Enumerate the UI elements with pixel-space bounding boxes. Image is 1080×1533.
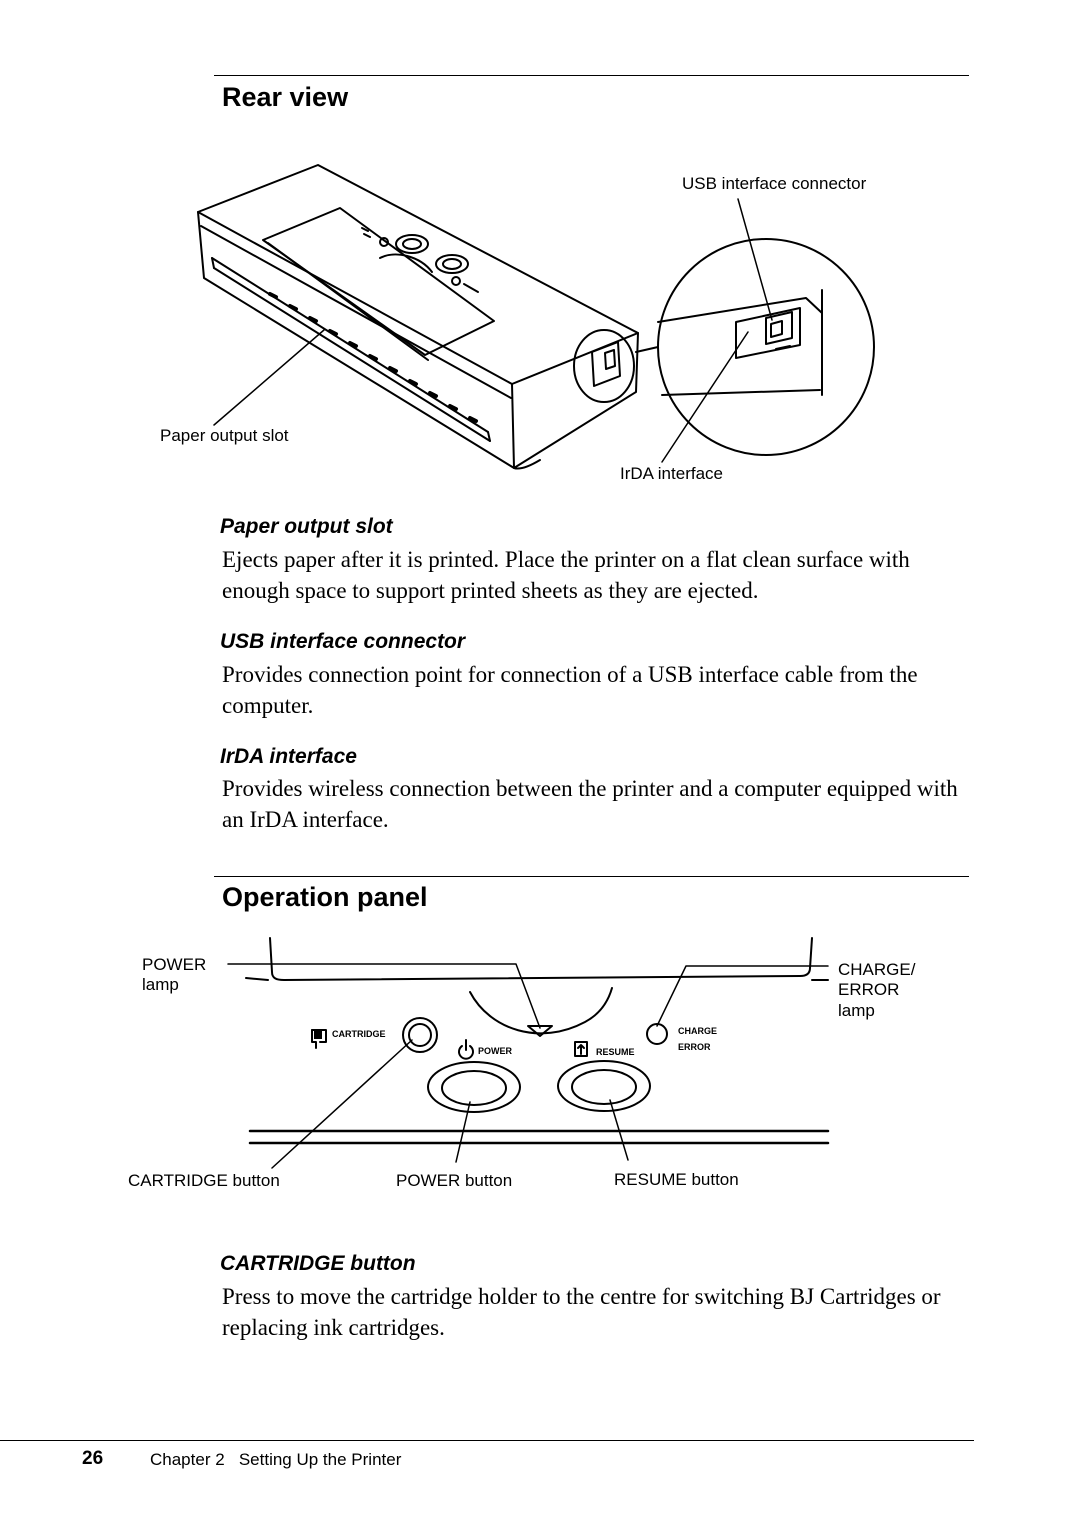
- callout-usb-connector: USB interface connector: [682, 174, 867, 193]
- text-usb-connector: Provides connection point for connection…: [222, 662, 918, 718]
- callout-paper-output-slot: Paper output slot: [160, 426, 289, 445]
- callout-charge-error-line3: lamp: [838, 1001, 875, 1020]
- operation-panel-illustration: [227, 937, 830, 1169]
- callout-power-lamp-line2: lamp: [142, 975, 179, 994]
- panel-label-cartridge: CARTRIDGE: [332, 1029, 386, 1039]
- callout-charge-error-line2: ERROR: [838, 980, 900, 999]
- panel-label-power: POWER: [478, 1046, 513, 1056]
- panel-label-error: ERROR: [678, 1042, 711, 1052]
- callout-irda-interface: IrDA interface: [620, 464, 723, 483]
- section-rule-middle: [214, 876, 969, 877]
- rear-view-illustration: [197, 164, 875, 470]
- panel-label-charge: CHARGE: [678, 1026, 718, 1036]
- callout-charge-error-line1: CHARGE/: [838, 960, 916, 979]
- text-paper-output-slot: Ejects paper after it is printed. Place …: [222, 547, 910, 603]
- callout-power-lamp-line1: POWER: [142, 955, 207, 974]
- heading-paper-output-slot: Paper output slot: [220, 515, 393, 538]
- page-number: 26: [82, 1448, 104, 1469]
- section-rule-top: [214, 75, 969, 76]
- callout-cartridge-button: CARTRIDGE button: [128, 1171, 280, 1190]
- text-cartridge-button: Press to move the cartridge holder to th…: [222, 1284, 941, 1340]
- rear-view-title: Rear view: [222, 82, 349, 112]
- heading-usb-connector: USB interface connector: [220, 630, 466, 653]
- heading-cartridge-button: CARTRIDGE button: [220, 1252, 416, 1275]
- operation-panel-title: Operation panel: [222, 882, 428, 912]
- heading-irda-interface: IrDA interface: [220, 745, 357, 768]
- callout-power-button: POWER button: [396, 1171, 513, 1190]
- text-irda-interface: Provides wireless connection between the…: [222, 776, 958, 832]
- footer-chapter: Chapter 2 Setting Up the Printer: [150, 1450, 402, 1469]
- callout-resume-button: RESUME button: [614, 1170, 739, 1189]
- panel-label-resume: RESUME: [596, 1047, 635, 1057]
- footer-rule: [0, 1440, 974, 1441]
